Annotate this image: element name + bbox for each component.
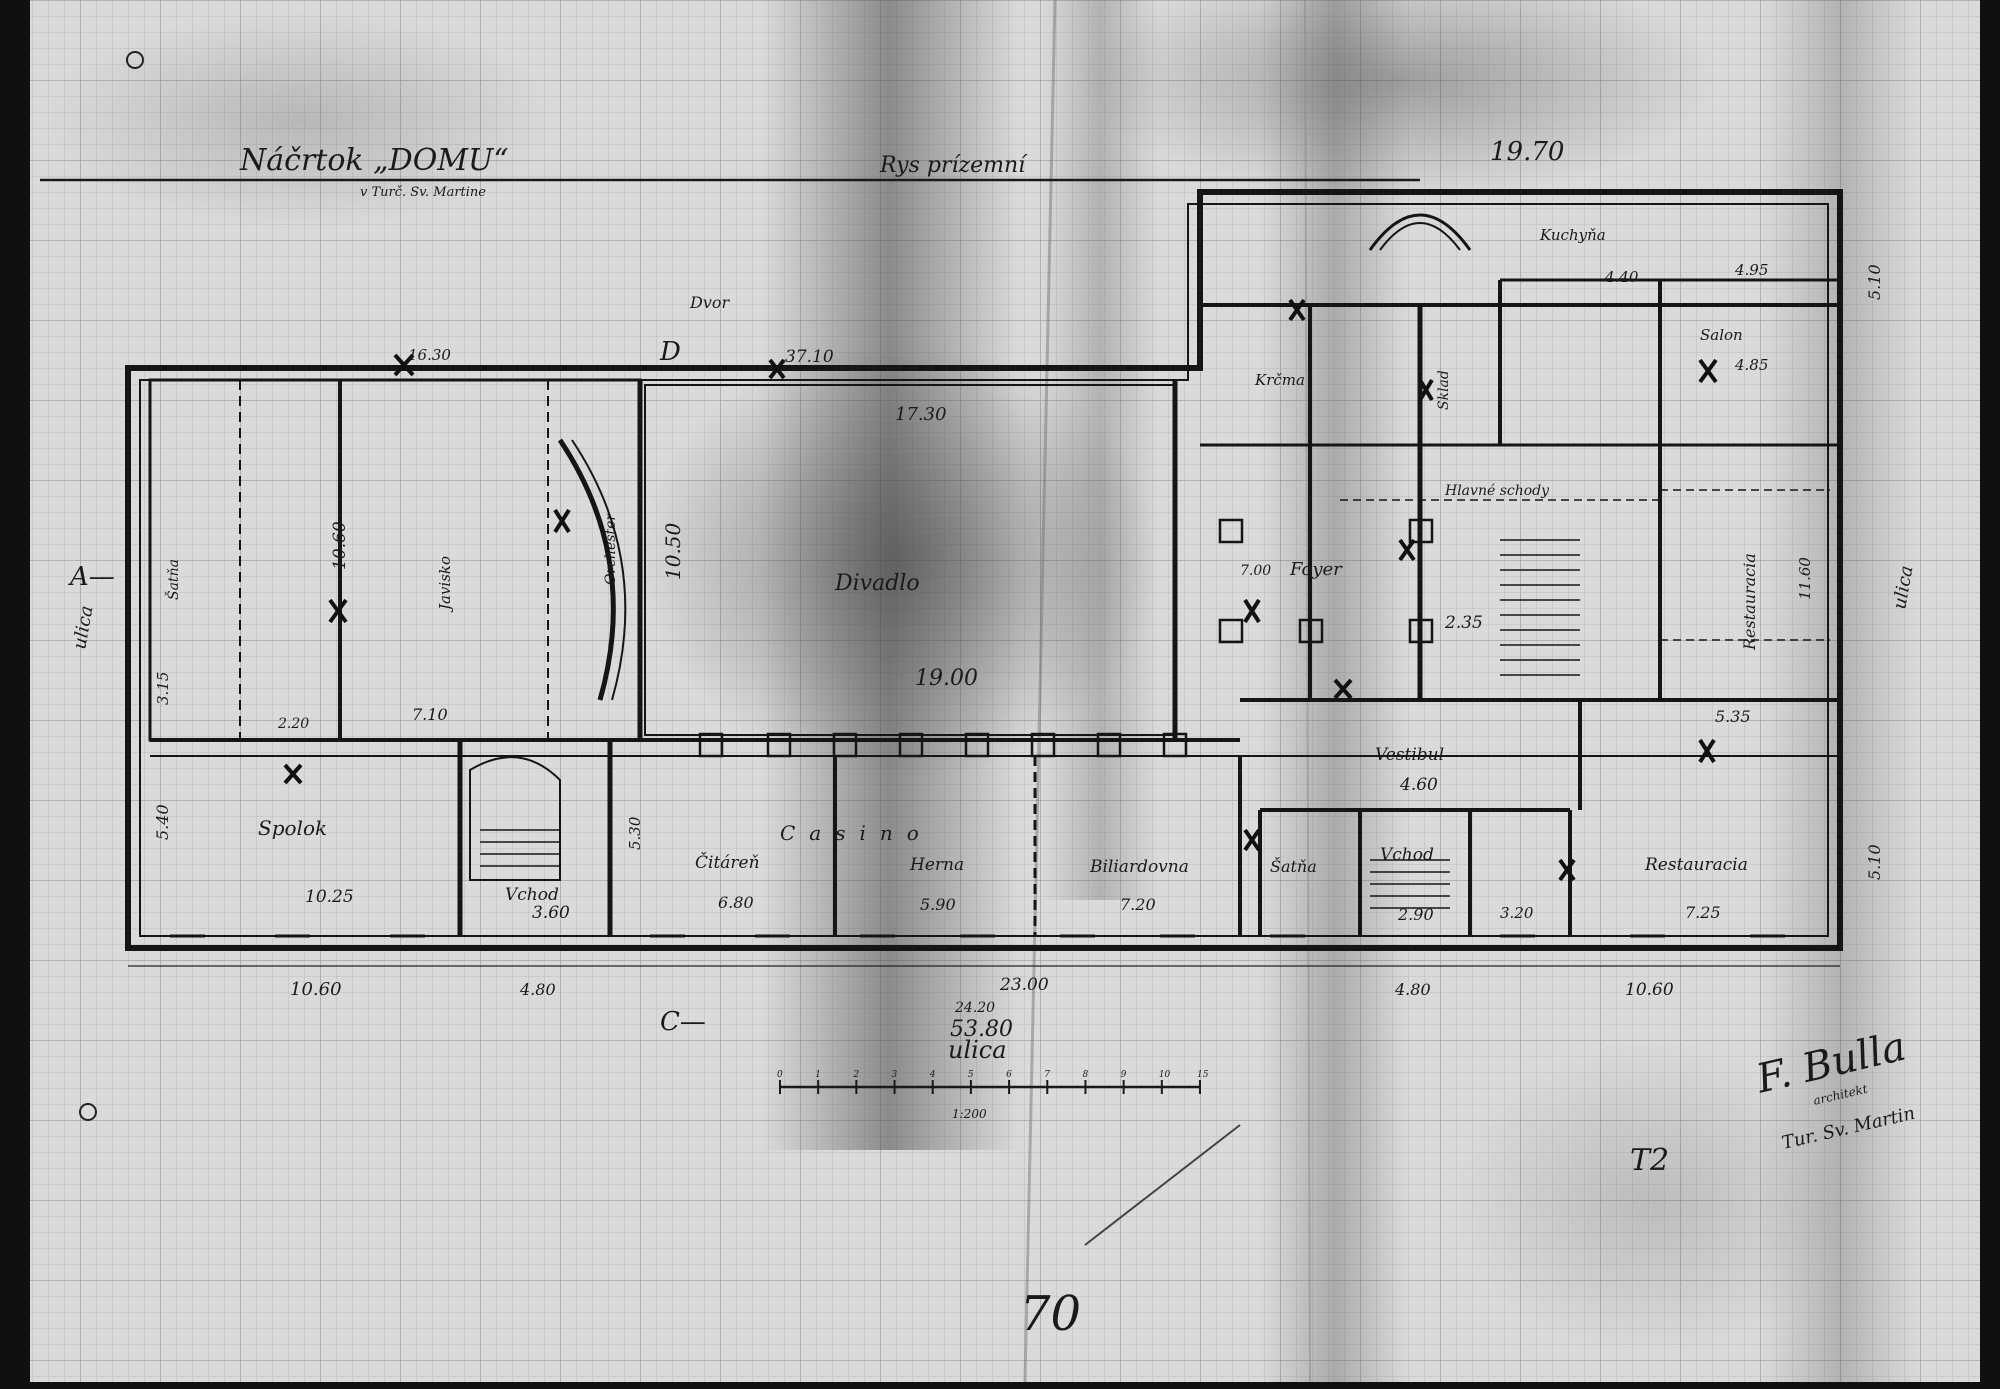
- dim: 4.80: [1394, 980, 1431, 999]
- dim: 4.40: [1604, 268, 1639, 286]
- section-mark-d: D: [659, 337, 681, 367]
- room-label: Spolok: [258, 816, 327, 840]
- dim: 3.20: [1500, 904, 1534, 922]
- room-label: Restauracia: [1644, 855, 1748, 875]
- plan-title: Náčrtok „DOMU“: [239, 143, 509, 178]
- dim: 6.80: [718, 893, 754, 912]
- scale-tick-label: 0: [777, 1070, 783, 1080]
- room-label: Restauracia: [1740, 553, 1759, 651]
- dim: 5.90: [920, 895, 956, 914]
- room-label: Divadlo: [834, 571, 920, 596]
- punch-hole: [79, 1103, 97, 1121]
- section-mark-a: A—: [68, 562, 115, 592]
- dim: 7.00: [1240, 563, 1271, 579]
- margin-mark: T2: [1630, 1143, 1669, 1178]
- scale-tick-label: 8: [1082, 1070, 1088, 1080]
- scale-tick-label: 2: [852, 1070, 859, 1080]
- dim: 3.60: [532, 903, 570, 923]
- room-label: Vchod: [505, 885, 559, 905]
- scale-tick-label: 3: [892, 1070, 898, 1080]
- dim: 3.15: [154, 672, 172, 705]
- sheet-top-number: 19.70: [1490, 137, 1564, 167]
- dim: 5.10: [1865, 264, 1884, 300]
- dim: 4.60: [1399, 775, 1438, 795]
- room-label: Orchester: [603, 513, 619, 585]
- dim: 17.30: [895, 404, 947, 425]
- roman-marks: [283, 298, 1718, 882]
- room-label: Kuchyňa: [1539, 226, 1606, 244]
- pencil-stroke: [1084, 1124, 1241, 1246]
- room-label: Javisko: [436, 556, 454, 613]
- room-label: Čitáreň: [695, 852, 760, 873]
- scale-bar: 0 1 2 3 4 5 6 7 8 9 10 15 1:200: [777, 1070, 1209, 1121]
- dim: 10.50: [661, 522, 685, 580]
- section-mark-c: C—: [660, 1007, 706, 1037]
- room-label: Sklad: [1436, 370, 1452, 410]
- scale-tick-label: 1: [815, 1070, 821, 1080]
- dim: 4.85: [1734, 356, 1768, 374]
- dim: 19.00: [915, 666, 978, 691]
- room-label: Dvor: [689, 293, 731, 312]
- dim: 7.10: [412, 705, 448, 724]
- dim: 10.60: [290, 979, 342, 1000]
- dim: 7.25: [1685, 903, 1721, 922]
- dim: 23.00: [999, 975, 1049, 995]
- room-label: Herna: [909, 855, 964, 875]
- dim: 5.10: [1865, 844, 1884, 880]
- building-walls: [125, 189, 1843, 951]
- dim: 37.10: [785, 347, 834, 367]
- room-label: Hlavné schody: [1444, 483, 1550, 499]
- dim: 24.20: [954, 1000, 995, 1016]
- room-label: Vestibul: [1375, 745, 1444, 765]
- dim: 2.20: [277, 716, 309, 732]
- room-label: Casino: [780, 821, 933, 845]
- scale-ticks: 0 1 2 3 4 5 6 7 8 9 10 15: [777, 1070, 1209, 1094]
- room-label: Šatňa: [1270, 856, 1317, 876]
- scale-tick-label: 4: [929, 1070, 936, 1080]
- stair-treads: [480, 539, 1580, 909]
- dim: 5.30: [626, 816, 644, 850]
- room-label: Foyer: [1289, 559, 1343, 580]
- scale-tick-label: 9: [1121, 1070, 1127, 1080]
- scale-tick-label: 5: [968, 1070, 974, 1080]
- dim: 2.90: [1397, 905, 1434, 924]
- plan-name: Rys prízemní: [879, 153, 1028, 178]
- scale-tick-label: 10: [1159, 1070, 1171, 1080]
- dim-total: 53.80: [950, 1017, 1013, 1042]
- room-label: Šatňa: [164, 559, 182, 600]
- room-label: Krčma: [1254, 371, 1305, 389]
- dim: 2.35: [1444, 613, 1483, 633]
- scale-tick-label: 6: [1006, 1070, 1012, 1080]
- paper-stains: [40, 0, 1920, 1383]
- street-label: ulica: [948, 1036, 1007, 1064]
- columns: [698, 518, 1434, 758]
- scale-label: 1:200: [952, 1107, 987, 1121]
- dim: 5.40: [153, 804, 172, 840]
- dim: 4.80: [519, 980, 556, 999]
- plan-subtitle: v Turč. Sv. Martine: [360, 185, 486, 200]
- scale-tick-label: 15: [1197, 1070, 1209, 1080]
- dim: 4.95: [1734, 261, 1768, 279]
- room-label: Salon: [1700, 326, 1743, 344]
- dim: 16.30: [408, 346, 451, 364]
- punch-hole: [126, 51, 144, 69]
- page-number: 70: [1020, 1286, 1081, 1342]
- dim: 10.60: [1625, 980, 1674, 1000]
- room-label: Biliardovna: [1089, 857, 1189, 877]
- dim: 10.25: [305, 887, 354, 907]
- scale-tick-label: 7: [1044, 1070, 1050, 1080]
- dim: 11.60: [1796, 557, 1814, 600]
- dim: 10.60: [330, 521, 350, 570]
- dim: 7.20: [1120, 895, 1156, 914]
- dim: 5.35: [1715, 707, 1751, 726]
- room-label: Vchod: [1380, 845, 1434, 865]
